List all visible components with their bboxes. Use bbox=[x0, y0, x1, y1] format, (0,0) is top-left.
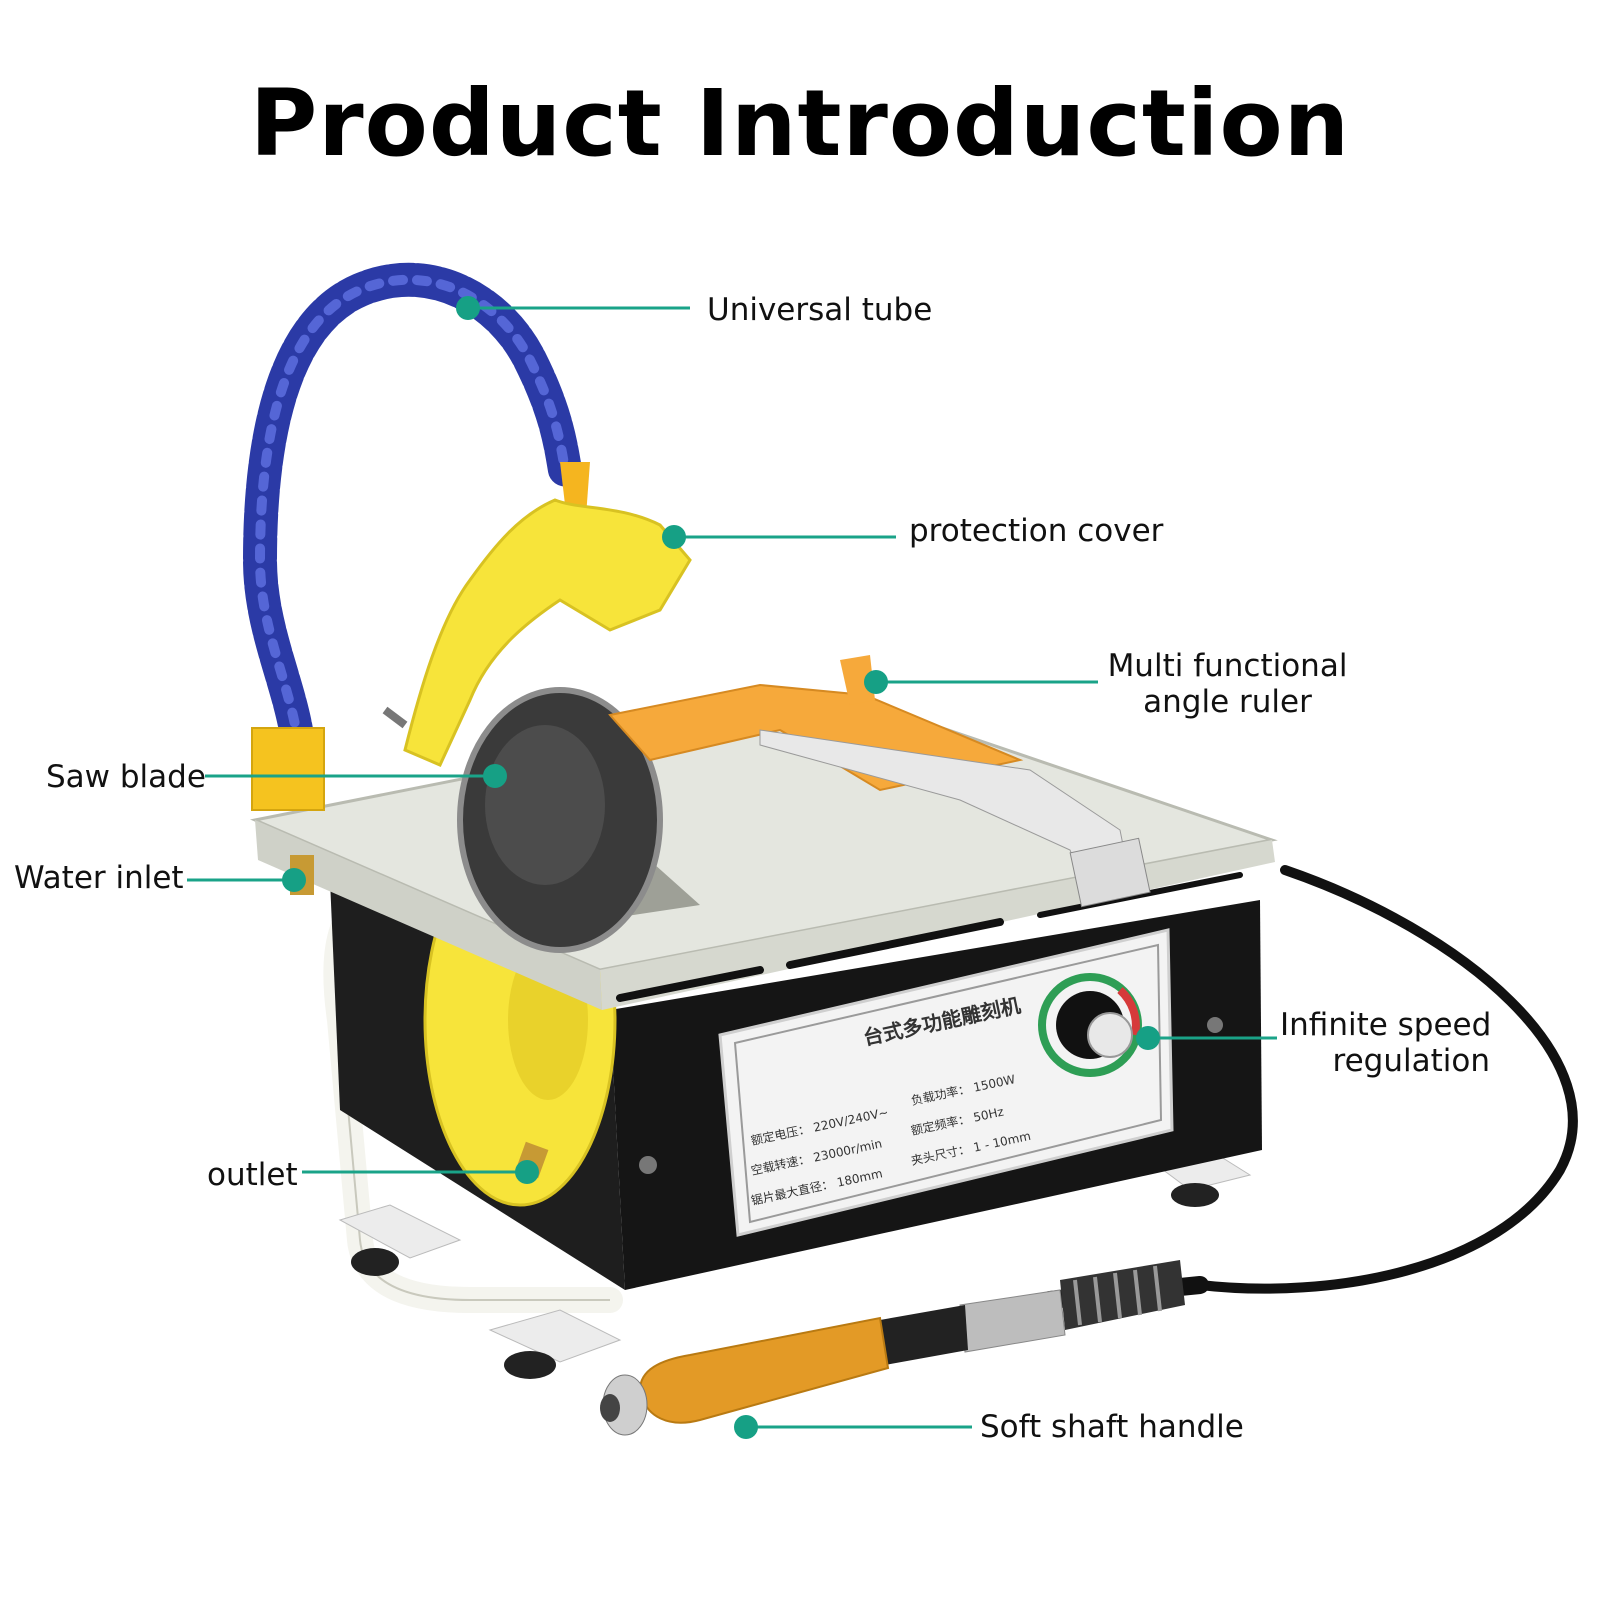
label-angle-ruler: Multi functional angle ruler bbox=[1105, 648, 1350, 720]
protection-cover-shape bbox=[403, 498, 692, 767]
callout-lines bbox=[187, 306, 1277, 1429]
callout-dot-saw-blade bbox=[483, 764, 507, 788]
label-speed-regulation: Infinite speed regulation bbox=[1280, 1007, 1492, 1079]
label-protection-cover: protection cover bbox=[909, 513, 1164, 549]
callout-dot-water-inlet bbox=[282, 868, 306, 892]
callout-dot-universal-tube bbox=[456, 296, 480, 320]
callout-dot-speed bbox=[1136, 1026, 1160, 1050]
callout-dot-outlet bbox=[515, 1160, 539, 1184]
label-soft-shaft-handle: Soft shaft handle bbox=[980, 1409, 1244, 1445]
callout-dot-angle-ruler bbox=[864, 670, 888, 694]
soft-shaft-handle-shape bbox=[600, 1260, 1209, 1436]
label-speed-line2: regulation bbox=[1332, 1043, 1490, 1079]
label-angle-ruler-line2: angle ruler bbox=[1143, 684, 1312, 720]
callout-dots bbox=[282, 296, 1160, 1439]
spec-plate: 台式多功能雕刻机 额定电压： 220V/240V~ 空载转速： 23000r/m… bbox=[718, 928, 1174, 1237]
label-speed-line1: Infinite speed bbox=[1280, 1007, 1492, 1043]
callout-dot-protection-cover bbox=[662, 525, 686, 549]
label-water-inlet: Water inlet bbox=[14, 860, 184, 896]
power-cord bbox=[1195, 865, 1578, 1294]
callout-dot-handle bbox=[734, 1415, 758, 1439]
label-angle-ruler-line1: Multi functional bbox=[1107, 648, 1348, 684]
label-outlet: outlet bbox=[207, 1157, 298, 1193]
label-universal-tube: Universal tube bbox=[707, 292, 933, 328]
angle-ruler-shape bbox=[608, 655, 1151, 908]
page-title: Product Introduction bbox=[249, 70, 1351, 177]
label-saw-blade: Saw blade bbox=[46, 759, 206, 795]
